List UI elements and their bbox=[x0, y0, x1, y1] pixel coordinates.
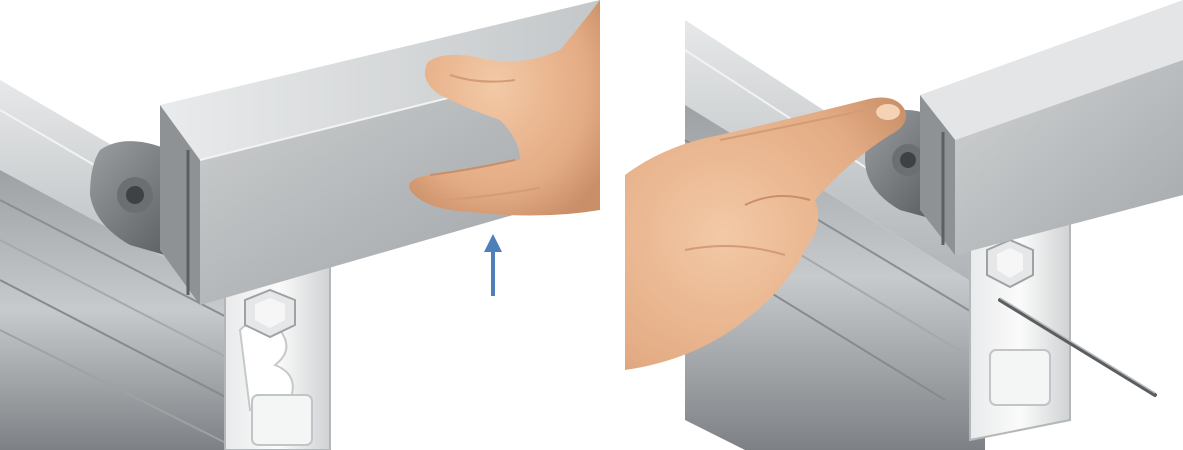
step-lift-panel bbox=[0, 0, 600, 450]
up-arrow-icon bbox=[484, 234, 502, 296]
step-press-panel bbox=[625, 0, 1183, 450]
step-press-illustration bbox=[625, 0, 1183, 450]
step-lift-illustration bbox=[0, 0, 600, 450]
panel-frame-icon bbox=[920, 0, 1183, 255]
